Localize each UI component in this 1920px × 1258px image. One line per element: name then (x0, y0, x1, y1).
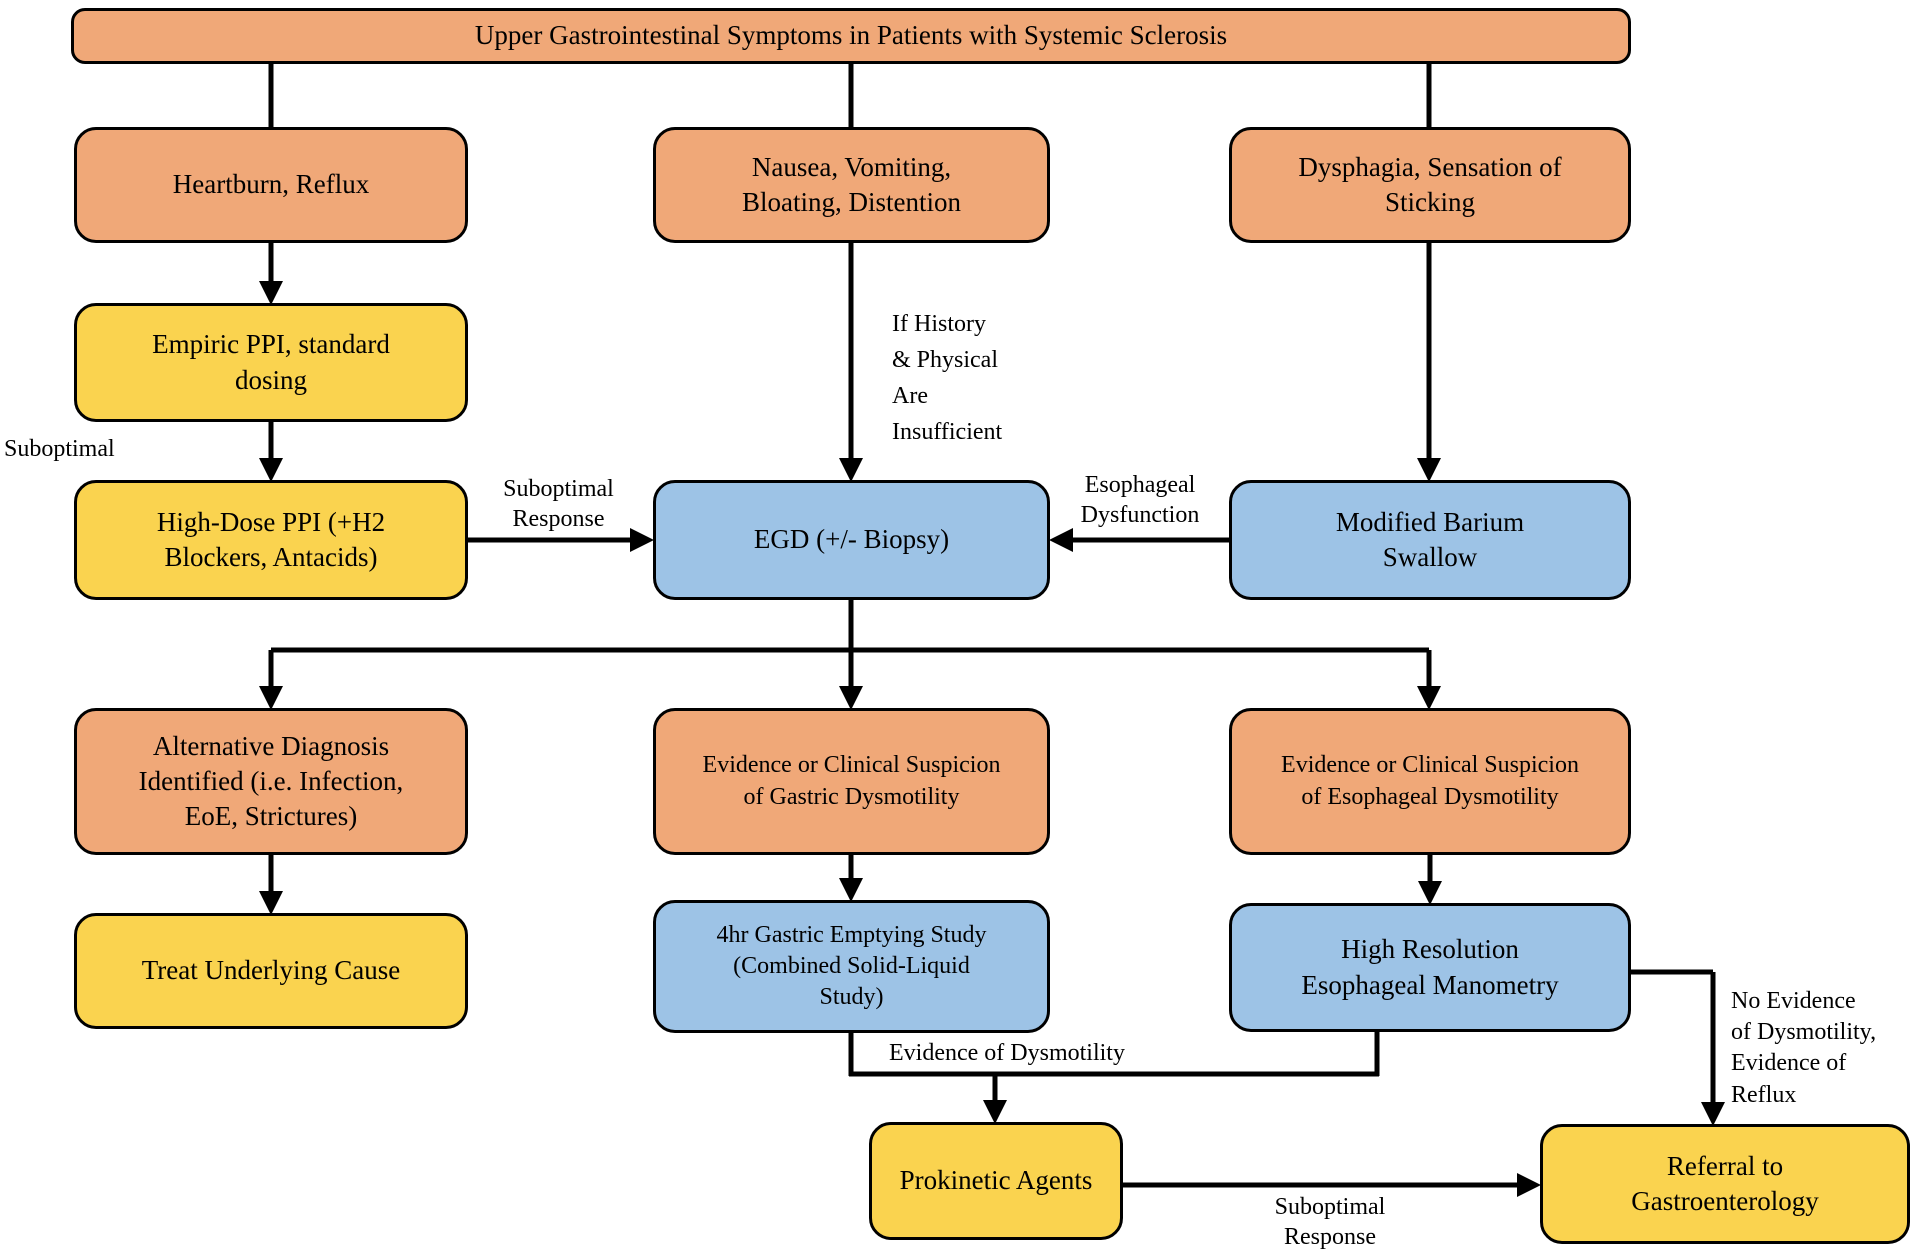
arrowhead (259, 281, 283, 305)
node-alternative-diagnosis: Alternative Diagnosis Identified (i.e. I… (74, 708, 468, 855)
arrowhead (1417, 686, 1441, 710)
arrowhead (1701, 1102, 1725, 1126)
node-prokinetic-agents: Prokinetic Agents (869, 1122, 1123, 1240)
node-dysphagia: Dysphagia, Sensation of Sticking (1229, 127, 1631, 243)
edge-label-if-history-physical: If History & Physical Are Insufficient (892, 311, 1003, 445)
node-modified-barium-swallow: Modified Barium Swallow (1229, 480, 1631, 600)
node-treat-underlying-cause: Treat Underlying Cause (74, 913, 468, 1029)
arrowhead (259, 891, 283, 915)
edge-label-suboptimal-response-prokinetic: Suboptimal Response (1274, 1194, 1386, 1250)
edge-label-suboptimal-response-ppi: Suboptimal Response (503, 476, 614, 532)
node-heartburn-reflux: Heartburn, Reflux (74, 127, 468, 243)
node-gastric-dysmotility: Evidence or Clinical Suspicion of Gastri… (653, 708, 1050, 855)
node-referral-gastroenterology: Referral to Gastroenterology (1540, 1124, 1910, 1244)
arrowhead (983, 1100, 1007, 1124)
arrowhead (1049, 528, 1073, 552)
edge-label-suboptimal: Suboptimal (4, 436, 115, 462)
node-empiric-ppi: Empiric PPI, standard dosing (74, 303, 468, 422)
node-esophageal-dysmotility: Evidence or Clinical Suspicion of Esopha… (1229, 708, 1631, 855)
edge-label-no-evidence-dysmotility: No Evidence of Dysmotility, Evidence of … (1731, 988, 1877, 1108)
node-high-dose-ppi: High-Dose PPI (+H2 Blockers, Antacids) (74, 480, 468, 600)
arrowhead (259, 458, 283, 482)
node-esophageal-manometry: High Resolution Esophageal Manometry (1229, 903, 1631, 1032)
edge-label-evidence-of-dysmotility: Evidence of Dysmotility (889, 1040, 1125, 1066)
arrowhead (839, 458, 863, 482)
node-nausea-vomiting: Nausea, Vomiting, Bloating, Distention (653, 127, 1050, 243)
arrowhead (1417, 458, 1441, 482)
arrowhead (839, 878, 863, 902)
edge-label-esophageal-dysfunction: Esophageal Dysfunction (1080, 472, 1200, 528)
arrowhead (839, 686, 863, 710)
node-egd-biopsy: EGD (+/- Biopsy) (653, 480, 1050, 600)
node-title-banner: Upper Gastrointestinal Symptoms in Patie… (71, 8, 1631, 64)
arrowhead (259, 686, 283, 710)
arrowhead (1418, 881, 1442, 905)
node-gastric-emptying-study: 4hr Gastric Emptying Study (Combined Sol… (653, 900, 1050, 1033)
arrowhead (1517, 1173, 1541, 1197)
